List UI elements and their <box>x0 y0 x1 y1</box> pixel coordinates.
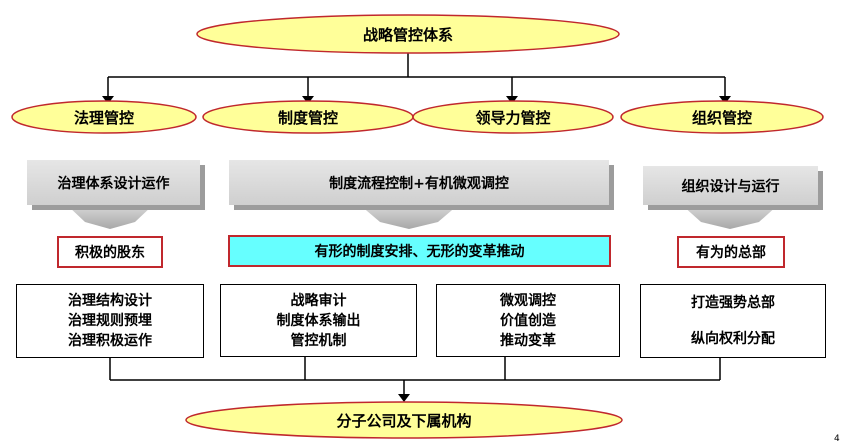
bottom-connectors <box>109 357 721 396</box>
detail-box-1: 治理结构设计 治理规则预埋 治理积极运作 <box>16 284 204 358</box>
down-arrow-3 <box>682 205 778 229</box>
control-label-2: 制度管控 <box>277 108 338 127</box>
bottom-title: 分子公司及下属机构 <box>336 411 472 430</box>
detail-3-line-2: 价值创造 <box>500 312 556 329</box>
bottom-ellipse <box>185 401 623 439</box>
method-box-1: 治理体系设计运作 <box>27 160 200 205</box>
down-arrow-1 <box>67 205 153 229</box>
control-ellipse-3 <box>412 100 614 134</box>
detail-2-line-3: 管控机制 <box>290 332 347 349</box>
top-arrowheads <box>102 96 731 104</box>
detail-2-line-1: 战略审计 <box>290 292 347 309</box>
control-ellipse-1 <box>11 100 197 134</box>
control-label-3: 领导力管控 <box>475 108 551 127</box>
detail-box-3: 微观调控 价值创造 推动变革 <box>436 284 620 357</box>
bottom-arrowhead <box>398 394 410 402</box>
detail-4-line-2: 纵向权利分配 <box>691 331 775 347</box>
top-connectors <box>107 52 726 98</box>
detail-1-line-3: 治理积极运作 <box>68 333 152 349</box>
detail-3-line-3: 推动变革 <box>500 332 556 349</box>
top-title: 战略管控体系 <box>362 25 453 44</box>
detail-4-line-1: 打造强势总部 <box>691 295 775 311</box>
method-box-3: 组织设计与运行 <box>643 166 818 205</box>
cyan-band <box>228 235 611 267</box>
result-box-1: 积极的股东 <box>57 236 163 268</box>
detail-3-line-1: 微观调控 <box>500 292 556 309</box>
control-label-4: 组织管控 <box>691 108 752 127</box>
result-band-label: 有形的制度安排、无形的变革推动 <box>314 244 525 260</box>
detail-box-4: 打造强势总部 纵向权利分配 <box>640 284 826 358</box>
detail-2-line-2: 制度体系输出 <box>276 312 361 329</box>
detail-box-2: 战略审计 制度体系输出 管控机制 <box>220 284 417 357</box>
detail-1-line-2: 治理规则预埋 <box>68 313 152 329</box>
method-box-2: 制度流程控制+有机微观调控 <box>229 160 609 205</box>
top-ellipse <box>196 14 620 54</box>
control-ellipse-4 <box>620 100 824 134</box>
detail-1-line-1: 治理结构设计 <box>68 293 152 309</box>
result-box-3: 有为的总部 <box>677 236 785 268</box>
corner-mark: 4 <box>834 434 840 444</box>
control-label-1: 法理管控 <box>73 108 134 127</box>
down-arrow-2 <box>360 205 458 229</box>
